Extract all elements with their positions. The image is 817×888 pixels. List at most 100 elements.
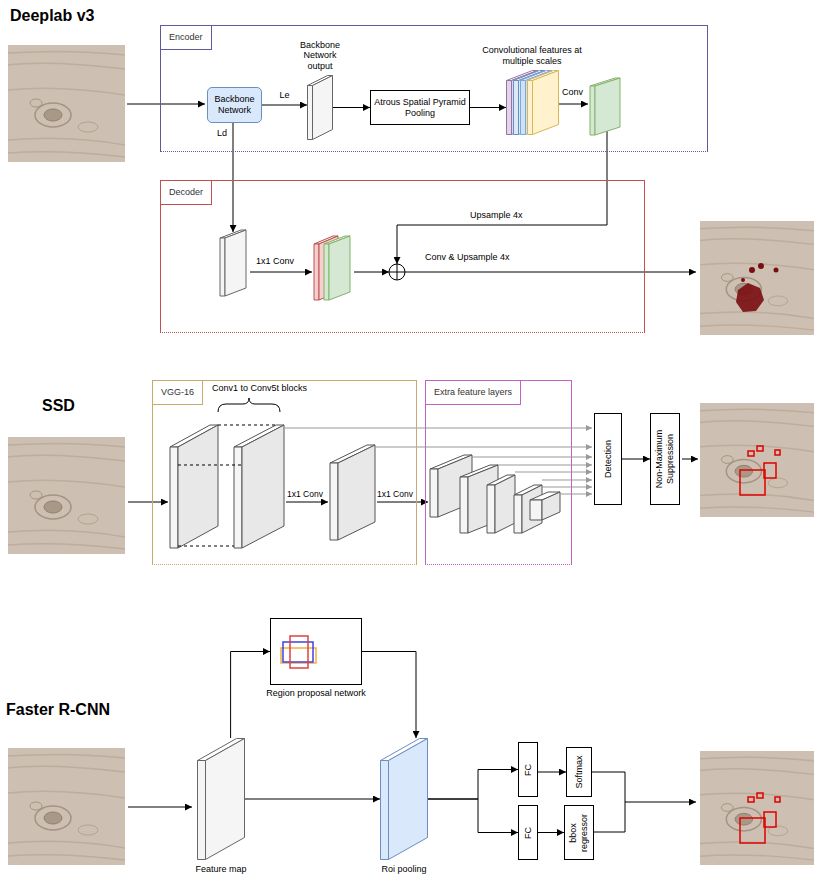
detection-output [700,751,814,865]
edge-label: Le [279,90,289,101]
segmentation-output [700,221,814,335]
input-image [8,437,125,554]
connector-arrow [622,459,650,460]
feature-plate [220,238,225,296]
feature-plate [595,78,620,135]
detection-output [700,403,814,517]
feature-plate [225,230,246,296]
dashed-guide [218,425,276,426]
dashed-guide [178,425,276,546]
plate-shape [389,739,428,860]
feature-arrow [542,487,592,488]
feature-plate [590,78,620,135]
flow-arrow [128,502,168,503]
input-image [8,45,125,162]
feature-plate [542,492,560,520]
connector-arrow [470,107,506,108]
layer-box: FC [518,805,538,860]
plate-shape [514,81,519,135]
flow-arrow [557,104,588,105]
detection-output [775,797,780,802]
feature-plate [234,447,242,548]
flow-arrow [625,802,696,803]
proposal-boxes [290,636,308,668]
feature-plate [495,475,515,533]
feature-plate [430,469,438,517]
flow-arrow [682,459,698,460]
input-image [8,437,125,554]
plate-shape [206,739,245,860]
feature-arrow [284,428,592,494]
connector-arrow [428,770,518,800]
group-heading: Encoder [161,26,212,50]
operation-label: 1x1 Conv [287,489,323,499]
proposal-network-box: Region proposal network [270,618,362,685]
brace [218,398,280,412]
feature-plate [514,495,522,533]
feature-plate [487,485,495,533]
feature-stack: Convolutional features at multiple scale… [506,70,558,135]
brace [218,398,280,412]
plate-shape [381,739,428,860]
feature-plate [329,236,350,300]
flow-arrow [128,807,192,808]
backbone-box: Backbone Network [207,87,262,123]
plate-shape [528,71,559,135]
connector-arrow [333,107,370,108]
segmentation-output [749,267,755,273]
operation-label: Conv & Upsample 4x [425,252,510,263]
box-label: Detection [603,417,614,501]
plate-shape [381,761,389,860]
plate-shape [313,76,333,140]
connector-arrow [362,652,416,739]
section-title: SSD [42,396,75,415]
detection-output [740,818,765,843]
dashed-guide [178,465,242,466]
detection-output [757,793,763,798]
proposal-boxes [281,648,316,663]
operation-label: Conv [562,87,583,98]
box-label: Atrous Spatial Pyramid Pooling [374,97,466,119]
section-title: Faster R-CNN [6,700,110,719]
box-label: Backbone Network [211,94,258,116]
segmentation-output [758,263,764,269]
input-image [8,748,125,865]
flow-arrow [405,272,696,273]
flow-arrow [127,104,698,832]
node-caption: Feature map [195,864,246,875]
detection-output [764,812,776,827]
node-caption: Backbone Network output [290,40,350,72]
node-caption: Roi pooling [381,864,426,875]
extra-layers-group: Extra feature layers [425,380,572,565]
detection-output [764,463,776,478]
feature-plate [324,244,329,300]
segmentation-output [741,278,745,282]
operation-label: Upsample 4x [470,210,523,221]
feature-plate [468,465,498,533]
plate-shape [308,86,313,140]
layer-box: FC [518,742,538,797]
connector-arrow [428,799,518,833]
plate-shape [533,71,559,135]
feature-plate [314,244,319,300]
sum-symbol [389,264,405,280]
feature-plate [324,236,350,300]
connector-arrow [538,832,564,833]
connector-arrow [231,652,270,739]
flow-arrow [592,772,625,832]
detection-output [700,403,814,517]
sum-symbol [389,264,405,280]
detection-output [740,793,780,843]
feature-arrow [472,457,592,458]
group-heading: VGG-16 [153,381,203,405]
process-box: Non-Maximum Suppression [650,413,680,505]
connector-arrow [538,772,566,773]
roi-plate: Roi pooling [380,738,428,860]
flow-arrow [250,272,312,273]
feature-plate: Backbone Network output [307,75,333,140]
flow-arrow [377,502,428,503]
feature-plate [590,86,595,135]
section-title: Deeplab v3 [10,6,94,25]
feature-plate [460,477,468,533]
